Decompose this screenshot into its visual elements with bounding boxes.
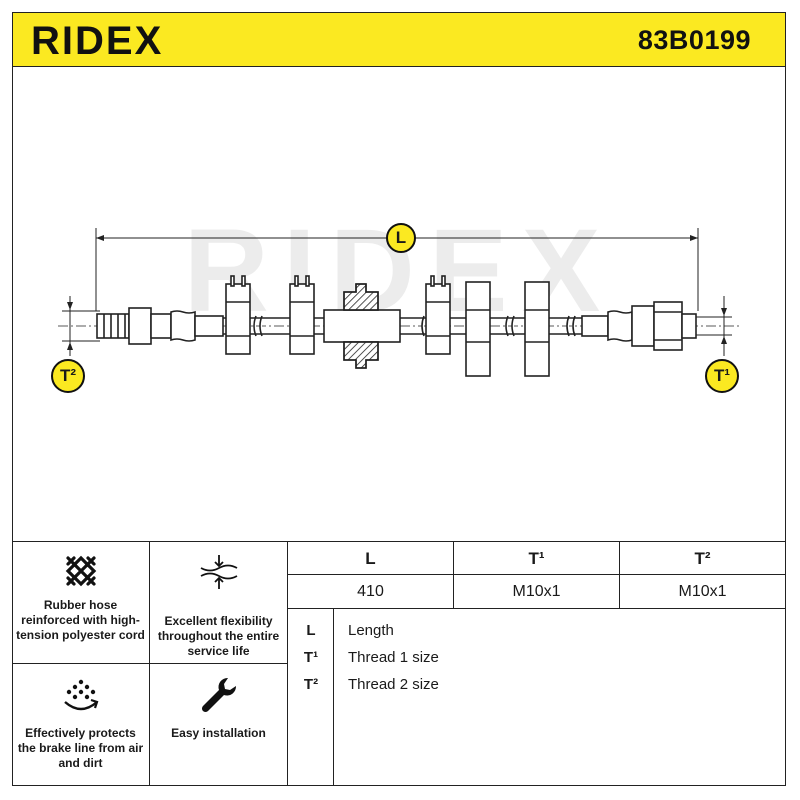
flex-arrows-icon [200, 555, 237, 589]
brand-logo-text: RIDEX [31, 22, 163, 60]
brand-logo: RIDEX [31, 19, 201, 65]
legend-text: Thread 2 size [348, 676, 439, 693]
dimension-badge-l: L [386, 223, 416, 253]
feature-reinforced-hose: Rubber hose reinforced with high-tension… [12, 541, 150, 663]
spec-value-l: 410 [288, 574, 454, 608]
part-number: 83B0199 [637, 25, 751, 55]
thread-badge-t1-text: T¹ [713, 366, 731, 385]
spec-value-t1: M10x1 [454, 574, 620, 608]
spec-header-t2: T² [620, 541, 786, 574]
feature-flexibility: Excellent flexibility throughout the ent… [150, 541, 288, 663]
header-bar: RIDEX 83B0199 [12, 12, 786, 67]
feature-protection: Effectively protects the brake line from… [12, 663, 150, 786]
feature-easy-installation: Easy installation [150, 663, 288, 786]
dimension-badge-l-text: L [395, 228, 407, 247]
thread-badge-t1: T¹ [705, 359, 739, 393]
thread-badge-t2-text: T² [59, 366, 77, 385]
legend-text: Thread 1 size [348, 649, 439, 666]
legend: L Length T¹ Thread 1 size T² Thread 2 si… [288, 608, 786, 786]
info-panel: Rubber hose reinforced with high-tension… [12, 541, 786, 786]
legend-symbol: T¹ [303, 649, 319, 666]
thread-badge-t2: T² [51, 359, 85, 393]
spec-table: L T¹ T² 410 M10x1 M10x1 [288, 541, 786, 608]
legend-symbol: L [306, 622, 316, 639]
legend-symbol: T² [303, 676, 319, 693]
feature-label: Easy installation [171, 726, 266, 740]
legend-text: Length [348, 622, 394, 639]
feature-label: Effectively protects the brake line from… [17, 726, 144, 770]
spec-value-t2: M10x1 [620, 574, 786, 608]
feature-label: Excellent flexibility throughout the ent… [157, 614, 280, 658]
mesh-cord-icon [65, 555, 96, 587]
spec-header-l: L [288, 541, 454, 574]
legend-symbol-column [288, 609, 334, 786]
wrench-icon [201, 677, 236, 713]
hose-drawing: RIDEX [12, 66, 786, 542]
dust-shield-icon [63, 679, 98, 711]
spec-header-t1: T¹ [454, 541, 620, 574]
feature-label: Rubber hose reinforced with high-tension… [16, 598, 145, 642]
